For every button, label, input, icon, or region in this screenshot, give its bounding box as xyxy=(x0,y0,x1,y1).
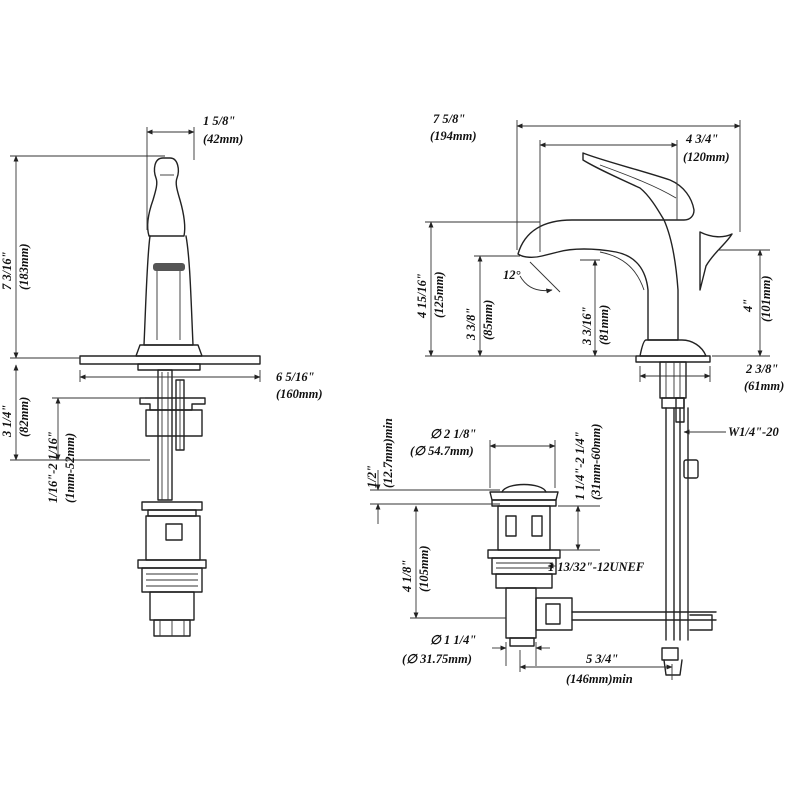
dim-outlet-height-mm: (85mm) xyxy=(481,300,495,340)
dim-total-height: 7 3/16" xyxy=(0,251,14,290)
dim-spout-height: 4 15/16" xyxy=(415,273,429,319)
dim-total-height-mm: (183mm) xyxy=(17,243,31,290)
dim-overall-depth: 7 5/8" xyxy=(433,112,465,126)
dim-thread-spec: W1/4"-20 xyxy=(728,425,779,439)
dim-shank-length-mm: (82mm) xyxy=(17,397,31,437)
dim-deck-thickness: 1/16"-2 1/16" xyxy=(46,431,60,503)
drain-assembly xyxy=(487,483,717,647)
drain-dimensions: 1/2" (12.7mm)min ∅ 2 1/8" (∅ 54.7mm) 1 1… xyxy=(365,418,673,686)
dim-drain-range-mm: (31mm-60mm) xyxy=(589,424,603,500)
front-view xyxy=(79,157,261,637)
dim-handle-width: 1 5/8" xyxy=(203,114,235,128)
dim-aerator-height-mm: (81mm) xyxy=(597,305,611,345)
front-dimensions: 1 5/8" (42mm) 7 3/16" (183mm) 6 5/16" (1… xyxy=(0,114,323,503)
dim-deck-thickness-mm: (1mm-52mm) xyxy=(63,433,77,503)
dim-drain-thread: 1 13/32"-12UNEF xyxy=(548,560,645,574)
dim-drain-length-mm: (105mm) xyxy=(417,545,431,592)
side-view xyxy=(517,152,733,676)
dim-flange-thickness-mm: (12.7mm)min xyxy=(381,418,395,488)
front-handle xyxy=(146,157,186,237)
front-base xyxy=(135,344,203,357)
dim-rod-distance-mm: (146mm)min xyxy=(566,672,633,686)
front-spout-body xyxy=(143,235,194,346)
side-lever-handle xyxy=(582,152,695,221)
dim-handle-width-mm: (42mm) xyxy=(203,132,243,146)
front-deck-plate xyxy=(79,355,261,365)
dim-spout-reach: 4 3/4" xyxy=(685,132,718,146)
dim-aerator-height: 3 3/16" xyxy=(580,306,594,346)
dim-deck-width-mm: (160mm) xyxy=(276,387,323,401)
dim-base-diameter: 2 3/8" xyxy=(745,362,778,376)
dim-drain-range: 1 1/4"-2 1/4" xyxy=(573,431,587,500)
dim-flange-diameter-mm: (∅ 54.7mm) xyxy=(410,444,474,458)
dim-spout-reach-mm: (120mm) xyxy=(683,150,730,164)
dim-flange-diameter: ∅ 2 1/8" xyxy=(430,427,476,441)
dim-overall-depth-mm: (194mm) xyxy=(430,129,477,143)
side-spout xyxy=(517,219,679,341)
dim-base-diameter-mm: (61mm) xyxy=(744,379,784,393)
dim-spout-height-mm: (125mm) xyxy=(432,271,446,318)
dim-flange-thickness: 1/2" xyxy=(365,465,379,488)
dim-lever-height: 4" xyxy=(741,299,755,313)
side-dimensions: 7 5/8" (194mm) 4 3/4" (120mm) 12° 4 15/1… xyxy=(415,112,784,439)
dim-tailpiece-diameter: ∅ 1 1/4" xyxy=(430,633,476,647)
dim-spout-angle: 12° xyxy=(503,268,521,282)
dim-shank-length: 3 1/4" xyxy=(0,405,14,438)
dim-lever-height-mm: (101mm) xyxy=(759,275,773,322)
dim-rod-distance: 5 3/4" xyxy=(586,652,618,666)
dim-drain-length: 4 1/8" xyxy=(400,560,414,593)
dim-deck-width: 6 5/16" xyxy=(276,370,315,384)
dim-tailpiece-diameter-mm: (∅ 31.75mm) xyxy=(402,652,472,666)
dim-outlet-height: 3 3/8" xyxy=(464,308,478,341)
